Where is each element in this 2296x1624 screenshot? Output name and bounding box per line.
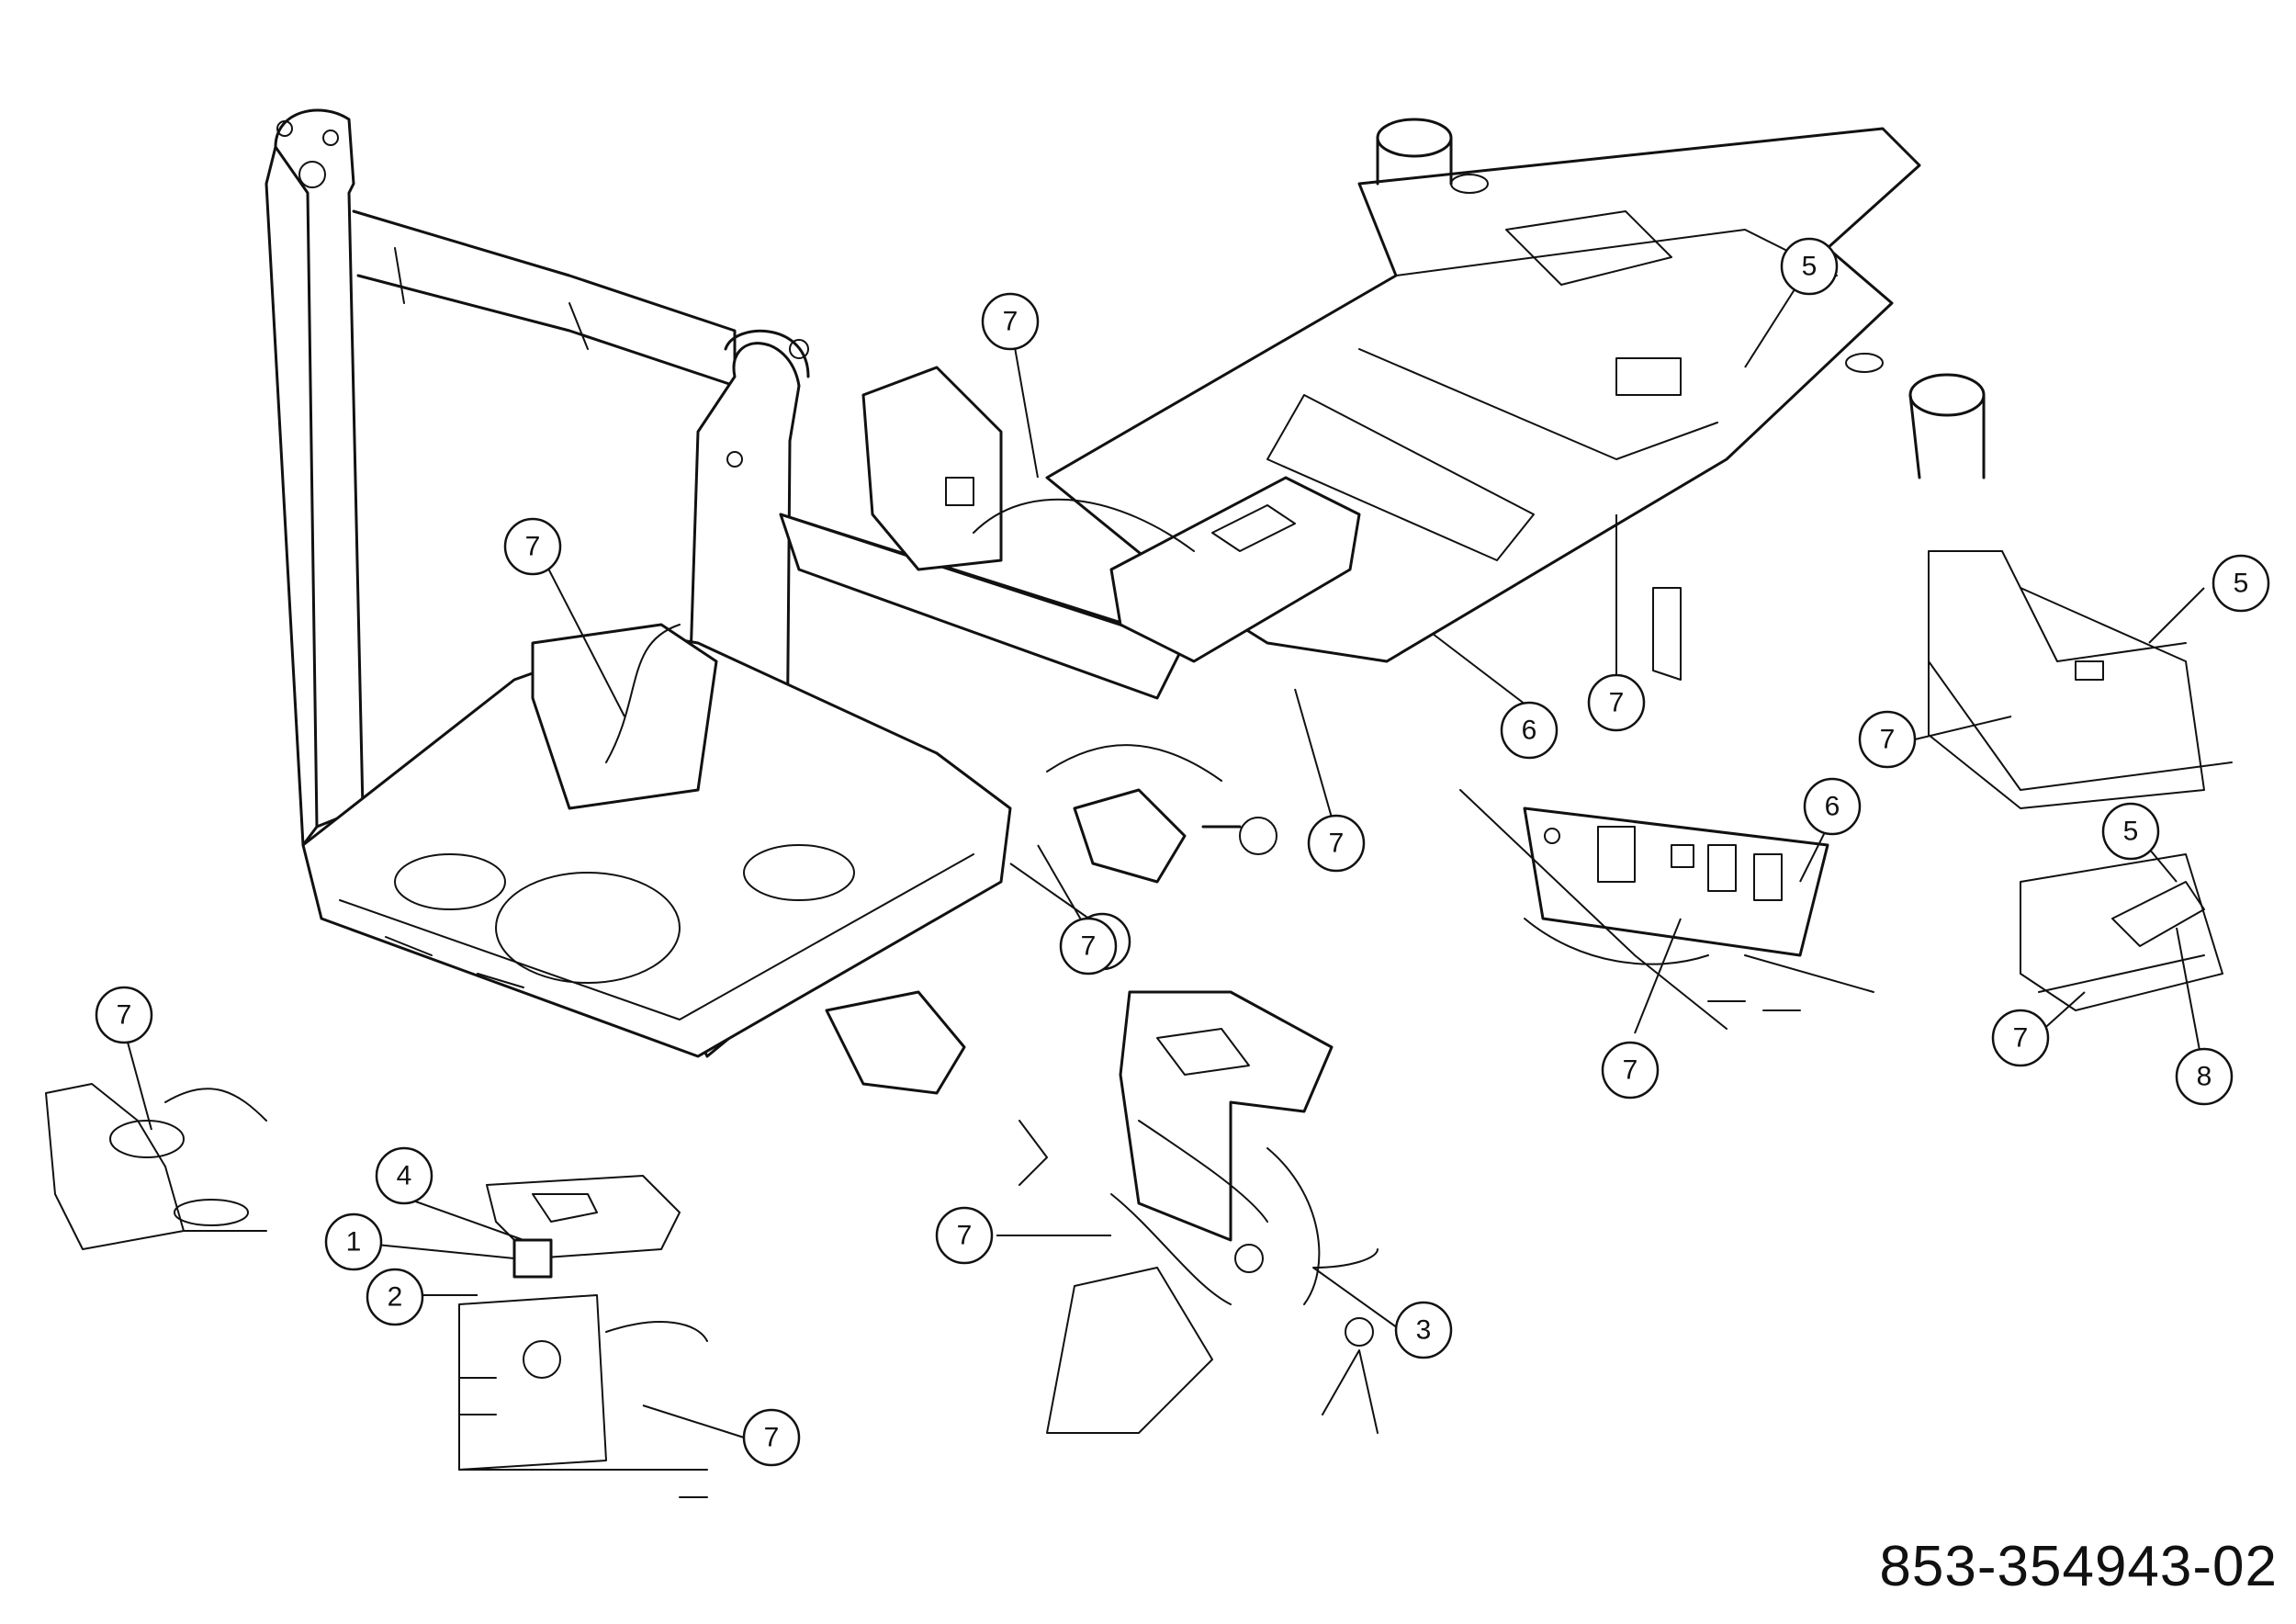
callout-6: 6 xyxy=(1500,701,1559,760)
svg-text:6: 6 xyxy=(1825,792,1840,822)
callout-7: 7 xyxy=(1307,814,1366,873)
part-number: 853-354943-02 xyxy=(1879,1535,2278,1598)
callout-7: 7 xyxy=(981,292,1040,351)
callout-5: 5 xyxy=(2212,554,2270,613)
callout-4: 4 xyxy=(375,1146,433,1205)
svg-text:5: 5 xyxy=(1802,252,1818,282)
callout-7: 7 xyxy=(503,517,562,576)
callout-7: 7 xyxy=(1601,1041,1660,1100)
svg-text:7: 7 xyxy=(2013,1023,2029,1054)
detail-view-right-upper xyxy=(1928,550,2233,809)
svg-text:7: 7 xyxy=(1329,829,1345,859)
callout-5: 5 xyxy=(1780,237,1839,296)
svg-text:3: 3 xyxy=(1416,1315,1432,1346)
callout-1: 1 xyxy=(324,1212,383,1271)
svg-text:4: 4 xyxy=(397,1161,412,1191)
svg-text:2: 2 xyxy=(388,1282,403,1313)
svg-text:7: 7 xyxy=(1880,725,1896,755)
svg-text:7: 7 xyxy=(1081,931,1097,962)
svg-text:8: 8 xyxy=(2197,1062,2212,1092)
callout-7: 7 xyxy=(1858,710,1917,769)
detail-view-relay xyxy=(458,1175,708,1498)
detail-view-left-small xyxy=(45,1083,267,1250)
callout-7: 7 xyxy=(1587,673,1646,732)
svg-text:6: 6 xyxy=(1522,716,1537,746)
callout-3: 3 xyxy=(1394,1301,1453,1359)
leader-lines xyxy=(123,265,2205,1438)
svg-text:7: 7 xyxy=(764,1423,780,1453)
callout-6: 6 xyxy=(1803,777,1862,836)
svg-text:7: 7 xyxy=(525,532,541,562)
callout-7: 7 xyxy=(935,1206,994,1265)
detail-view-bracket xyxy=(1019,990,1379,1434)
callout-7: 7 xyxy=(742,1408,801,1467)
callout-2: 2 xyxy=(366,1268,424,1326)
callout-8: 8 xyxy=(2175,1047,2234,1106)
detail-view-connector-plate xyxy=(1459,789,1874,1030)
svg-text:7: 7 xyxy=(117,1000,132,1031)
svg-text:5: 5 xyxy=(2123,817,2139,847)
main-frame-assembly: + + xyxy=(264,108,1986,1095)
svg-text:7: 7 xyxy=(957,1221,973,1251)
callout-7: 7 xyxy=(95,986,153,1044)
detail-view-right-switch xyxy=(2020,853,2223,1011)
svg-text:7: 7 xyxy=(1623,1055,1638,1086)
svg-text:5: 5 xyxy=(2234,569,2249,599)
svg-text:7: 7 xyxy=(1003,307,1019,337)
callout-5: 5 xyxy=(2101,802,2160,861)
svg-text:7: 7 xyxy=(1609,688,1625,718)
callout-7: 7 xyxy=(1991,1009,2050,1067)
callout-7: 7 xyxy=(1059,917,1118,976)
svg-text:1: 1 xyxy=(346,1227,362,1257)
